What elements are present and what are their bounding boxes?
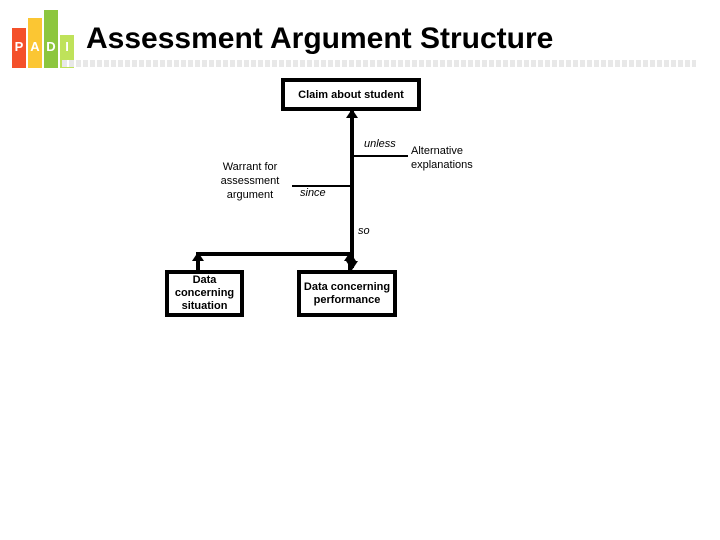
logo-bar-yellow xyxy=(28,18,42,68)
data-riser-right xyxy=(348,252,352,270)
spine-arrow-down-icon xyxy=(346,261,358,270)
claim-box-label: Claim about student xyxy=(298,88,404,101)
claim-to-data-connector xyxy=(350,110,354,268)
since-connector-line xyxy=(292,185,350,187)
logo-letter-p: P xyxy=(14,39,24,54)
connector-label-unless: unless xyxy=(364,138,396,150)
logo-bar-green xyxy=(44,10,58,68)
connector-label-since: since xyxy=(300,187,326,199)
data-concerning-situation-box: Data concerning situation xyxy=(165,270,244,317)
unless-connector-line xyxy=(354,155,408,157)
logo-letter-a: A xyxy=(30,39,40,54)
logo-letter-i: I xyxy=(65,39,69,54)
title-divider xyxy=(62,60,696,67)
alternative-explanations-text: Alternative explanations xyxy=(411,145,473,171)
page-title: Assessment Argument Structure xyxy=(86,22,554,55)
data-riser-left xyxy=(196,252,200,270)
data-arrow-right-icon xyxy=(344,252,356,261)
data-concerning-performance-box: Data concerning performance xyxy=(297,270,397,317)
padi-logo: P A D I xyxy=(12,6,74,68)
data-concerning-situation-label: Data concerning situation xyxy=(174,274,235,312)
data-join-bar xyxy=(196,252,352,256)
claim-box: Claim about student xyxy=(281,78,421,111)
data-arrow-left-icon xyxy=(192,252,204,261)
logo-letter-d: D xyxy=(46,39,56,54)
logo-bar-red xyxy=(12,28,26,68)
data-concerning-performance-label: Data concerning performance xyxy=(303,280,391,306)
connector-label-so: so xyxy=(358,225,370,237)
logo-bar-light-green xyxy=(60,35,74,68)
warrant-text: Warrant for assessment argument xyxy=(220,161,280,201)
